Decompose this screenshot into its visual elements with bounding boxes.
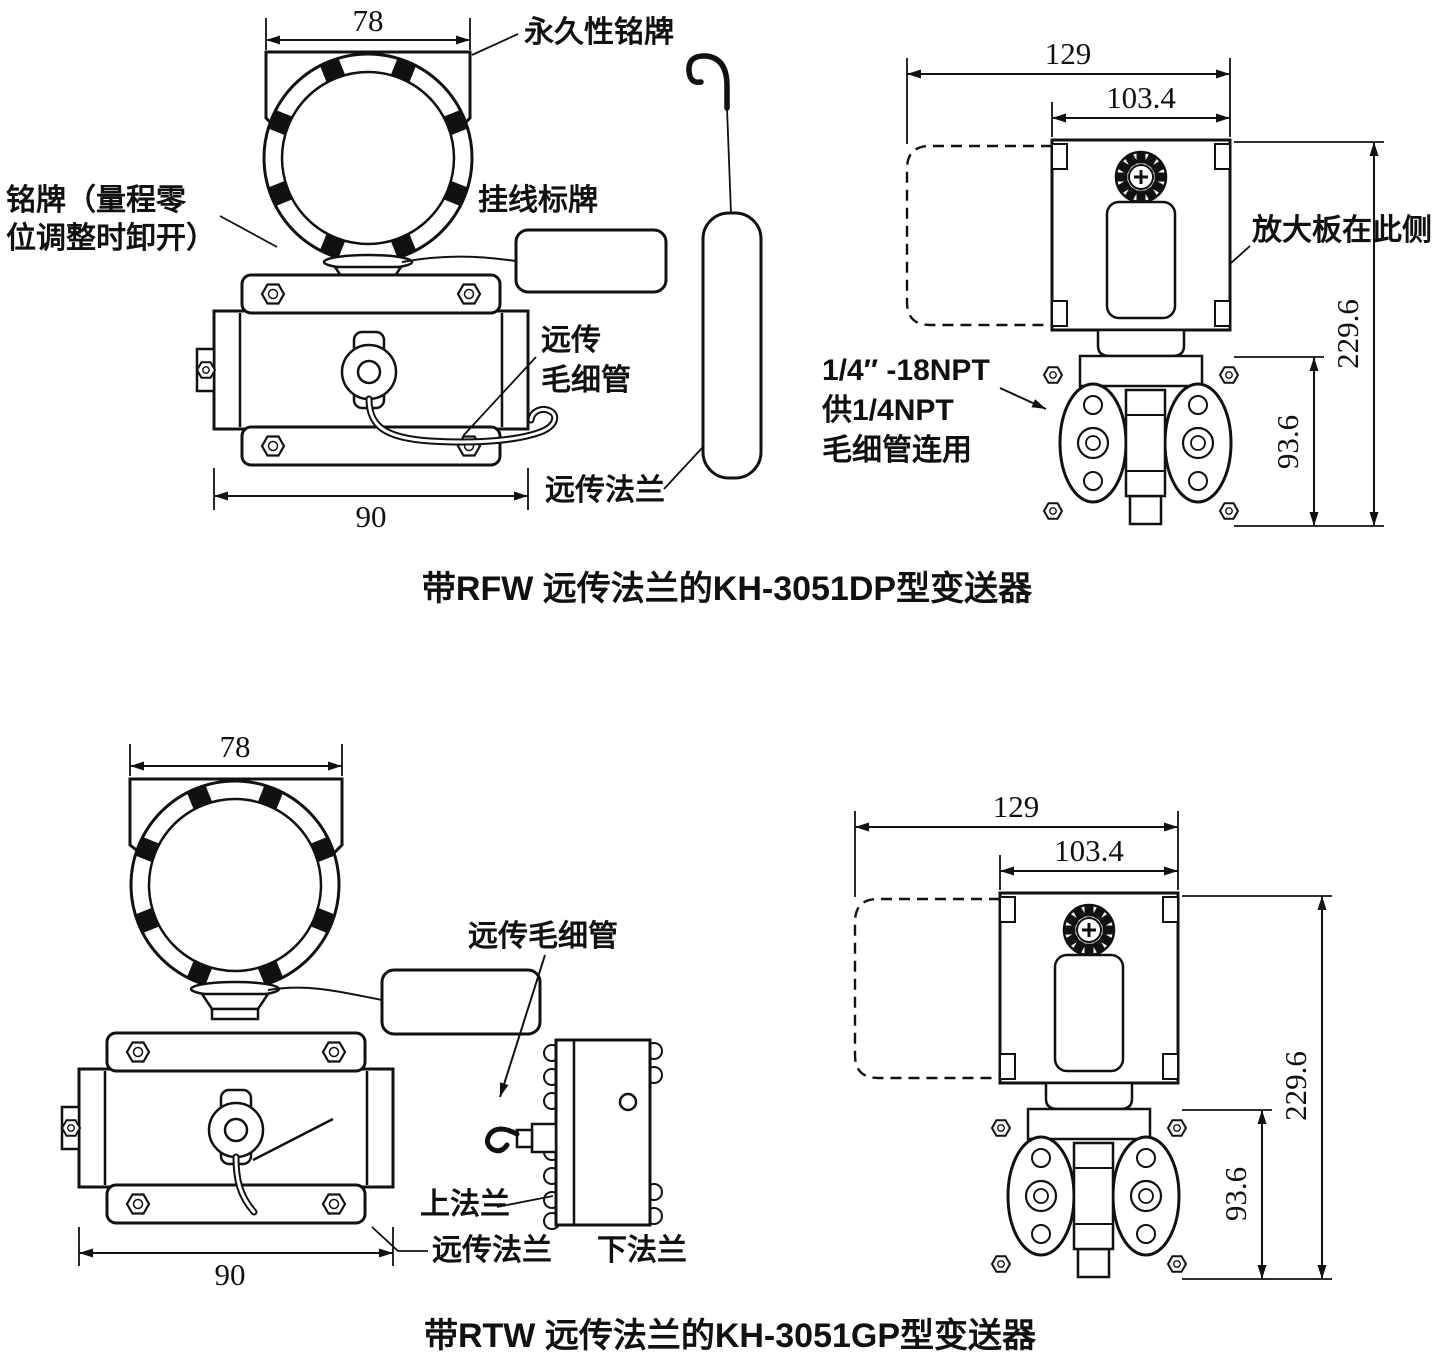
label-hanging-tag: 挂线标牌 [478,184,598,217]
svg-text:远传毛细管: 远传毛细管 [468,920,618,953]
fig2-side-dim-129: 129 [854,789,1179,897]
fig1-caption: 带RFW 远传法兰的KH-3051DP型变送器 [422,570,1033,608]
svg-text:铭牌（量程零: 铭牌（量程零 [6,183,187,217]
capillary-tube [365,395,559,446]
dim-90-value: 90 [356,499,387,534]
svg-text:毛细管: 毛细管 [541,364,631,397]
fig1-front-dim-78: 78 [265,3,471,50]
fig2-caption: 带RTW 远传法兰的KH-3051GP型变送器 [424,1317,1037,1355]
fig1-side-dim-93: 93.6 [1234,356,1384,527]
dim-93-value: 93.6 [1218,1167,1253,1221]
fig2-front-dim-78: 78 [129,729,343,776]
fig2-side-dim-229: 229.6 [1182,895,1332,1279]
tag-wire [267,986,383,1001]
dim-90-value: 90 [215,1257,246,1292]
svg-text:1/4″ -18NPT: 1/4″ -18NPT [822,354,990,387]
svg-text:远传: 远传 [541,324,601,357]
fig2-side-dim-93: 93.6 [1182,1109,1332,1280]
label-lower-flange: 下法兰 [597,1234,687,1267]
hanging-tag-plate [514,228,668,294]
capillary-tube [232,1153,258,1216]
label-permanent-nameplate: 永久性铭牌 [471,16,674,56]
svg-text:放大板在此侧: 放大板在此侧 [1251,214,1432,247]
capillary-coil [484,1126,520,1154]
label-amplifier-board-side: 放大板在此侧 [1230,214,1432,264]
fig2-front-dim-90: 90 [78,1227,394,1292]
vent-valve [207,1088,334,1166]
tag-wire [401,255,517,263]
fig1-side-dim-129: 129 [906,36,1231,144]
dim-129-value: 129 [993,789,1040,824]
svg-text:毛细管连用: 毛细管连用 [822,434,972,467]
label-remote-flange: 远传法兰 [545,447,703,507]
hanging-tag-plate [380,968,542,1036]
fig1-front-view: 78 90 永久性铭牌 [6,3,763,534]
svg-text:位调整时卸开）: 位调整时卸开） [6,221,216,255]
svg-text:上法兰: 上法兰 [420,1188,510,1221]
fig2-side-view: 129 103.4 93.6 229.6 [853,789,1332,1280]
transmitter-head [129,779,341,991]
label-remote-flange: 远传法兰 [371,1226,552,1267]
fig1-front-dim-90: 90 [213,468,529,534]
dashed-housing-outline [853,897,1000,1080]
svg-text:永久性铭牌: 永久性铭牌 [524,16,674,49]
dim-229-value: 229.6 [1278,1051,1313,1121]
transmitter-head [262,52,474,264]
dashed-housing-outline [905,144,1052,327]
dim-103-value: 103.4 [1054,833,1124,868]
fig2-side-dim-103: 103.4 [999,833,1178,890]
svg-text:远传法兰: 远传法兰 [545,474,665,507]
fig1-side-dim-229: 229.6 [1234,141,1384,526]
dim-229-value: 229.6 [1330,299,1365,369]
label-nameplate-note: 铭牌（量程零 位调整时卸开） [6,183,278,255]
svg-text:远传法兰: 远传法兰 [432,1234,552,1267]
label-remote-capillary: 远传毛细管 [468,920,618,1098]
fig2-front-view: 78 90 远传毛细管 [62,729,687,1292]
vent-valve [340,330,398,410]
dim-78-value: 78 [353,3,384,38]
dim-78-value: 78 [220,729,251,764]
label-upper-flange: 上法兰 [420,1188,554,1221]
fig1-side-dim-103: 103.4 [1051,80,1230,137]
label-npt-connection: 1/4″ -18NPT 供1/4NPT 毛细管连用 [821,354,1047,467]
svg-text:供1/4NPT: 供1/4NPT [821,394,954,427]
dim-129-value: 129 [1045,36,1092,71]
label-remote-capillary: 远传 毛细管 [462,324,631,437]
wire-hook-and-tag [686,53,763,480]
remote-flange-side-view [484,1038,663,1230]
dim-93-value: 93.6 [1270,415,1305,469]
dim-103-value: 103.4 [1106,80,1176,115]
fig1-side-view: 129 103.4 放大板在此侧 1/4″ -18NPT 供1/4NPT 毛细管… [821,36,1432,527]
